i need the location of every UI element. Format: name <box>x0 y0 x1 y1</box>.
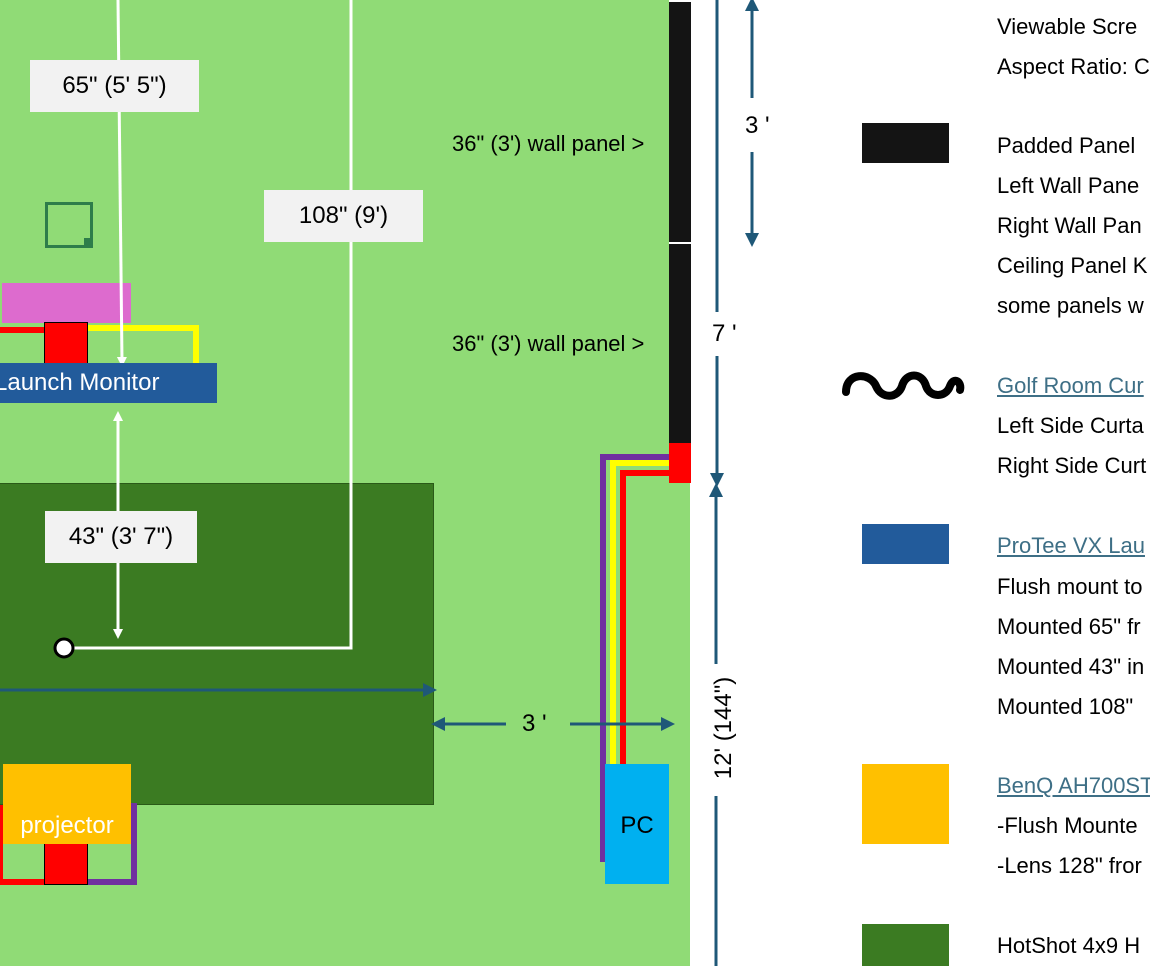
ball-distance-label: 43" (3' 7") <box>45 511 197 563</box>
legend-launch-monitor-line-3: Mounted 43" in <box>997 654 1145 679</box>
cable-yellow-monitor <box>88 325 199 368</box>
height-arrow-line <box>116 0 127 367</box>
wall-panel-upper-label: 36" (3') wall panel > <box>452 131 645 156</box>
legend-projector-link[interactable]: BenQ AH700ST <box>997 773 1150 798</box>
cable-red-projector <box>0 805 46 885</box>
pc <box>605 764 669 884</box>
magenta-block <box>2 283 131 323</box>
alignment-marker-dot <box>84 238 92 246</box>
wall-panel-lower <box>669 244 691 444</box>
legend-launch-monitor-link[interactable]: ProTee VX Lau <box>997 533 1145 558</box>
legend-panel-line-5: some panels w <box>997 293 1144 318</box>
launch-monitor-height-label: 65" (5' 5") <box>30 60 199 112</box>
legend-mat-line: HotShot 4x9 H <box>997 933 1141 958</box>
legend-panel-swatch <box>862 123 949 163</box>
legend-launch-monitor-line-2: Mounted 65" fr <box>997 614 1141 639</box>
wall-panel-topline <box>669 0 691 2</box>
wall-outlet <box>669 443 691 483</box>
cable-red-pc <box>620 470 669 766</box>
legend-projector-line-2: -Lens 128" fror <box>997 853 1142 878</box>
screen-distance-label: 108" (9') <box>264 190 423 242</box>
alignment-marker <box>45 202 93 248</box>
legend-curtain-link[interactable]: Golf Room Cur <box>997 373 1144 398</box>
cable-yellow-pc <box>610 460 669 866</box>
launch-monitor <box>0 363 217 403</box>
legend-curtain-line-1: Left Side Curta <box>997 413 1144 438</box>
launch-monitor-label: Launch Monitor <box>0 369 160 396</box>
legend-mat-swatch <box>862 924 949 966</box>
pc-label: PC <box>620 812 654 839</box>
cable-purple-pc <box>600 454 669 862</box>
projector <box>3 764 131 844</box>
curtain-squiggle-icon <box>842 371 965 400</box>
projector-label: projector <box>20 812 114 839</box>
wall-panel-divider <box>669 242 691 244</box>
golf-ball <box>53 637 75 659</box>
legend-panel-line-4: Ceiling Panel K <box>997 253 1148 278</box>
cable-purple-projector <box>88 803 137 885</box>
outlet-projector <box>44 843 88 885</box>
legend-screen-line-1: Viewable Scre <box>997 14 1138 39</box>
legend-launch-monitor-line-4: Mounted 108" <box>997 694 1134 719</box>
legend-projector-swatch <box>862 764 949 844</box>
side-gap-label: 3 ' <box>522 710 547 737</box>
legend-launch-monitor-swatch <box>862 524 949 564</box>
wall-panel-lower-label: 36" (3') wall panel > <box>452 331 645 356</box>
outlet-monitor <box>44 322 88 364</box>
legend-launch-monitor-line-1: Flush mount to <box>997 574 1143 599</box>
room-length-label: 12' (144") <box>710 676 737 780</box>
wall-height-label: 7 ' <box>712 320 737 347</box>
legend-panel-line-3: Right Wall Pan <box>997 213 1142 238</box>
legend-screen-line-2: Aspect Ratio: C <box>997 54 1150 79</box>
legend-panel-line-1: Padded Panel <box>997 133 1136 158</box>
legend-panel-line-2: Left Wall Pane <box>997 173 1140 198</box>
panel-height-label: 3 ' <box>745 112 770 139</box>
wall-panel-upper <box>669 0 691 242</box>
legend-projector-line-1: -Flush Mounte <box>997 813 1138 838</box>
legend-curtain-line-2: Right Side Curt <box>997 453 1147 478</box>
